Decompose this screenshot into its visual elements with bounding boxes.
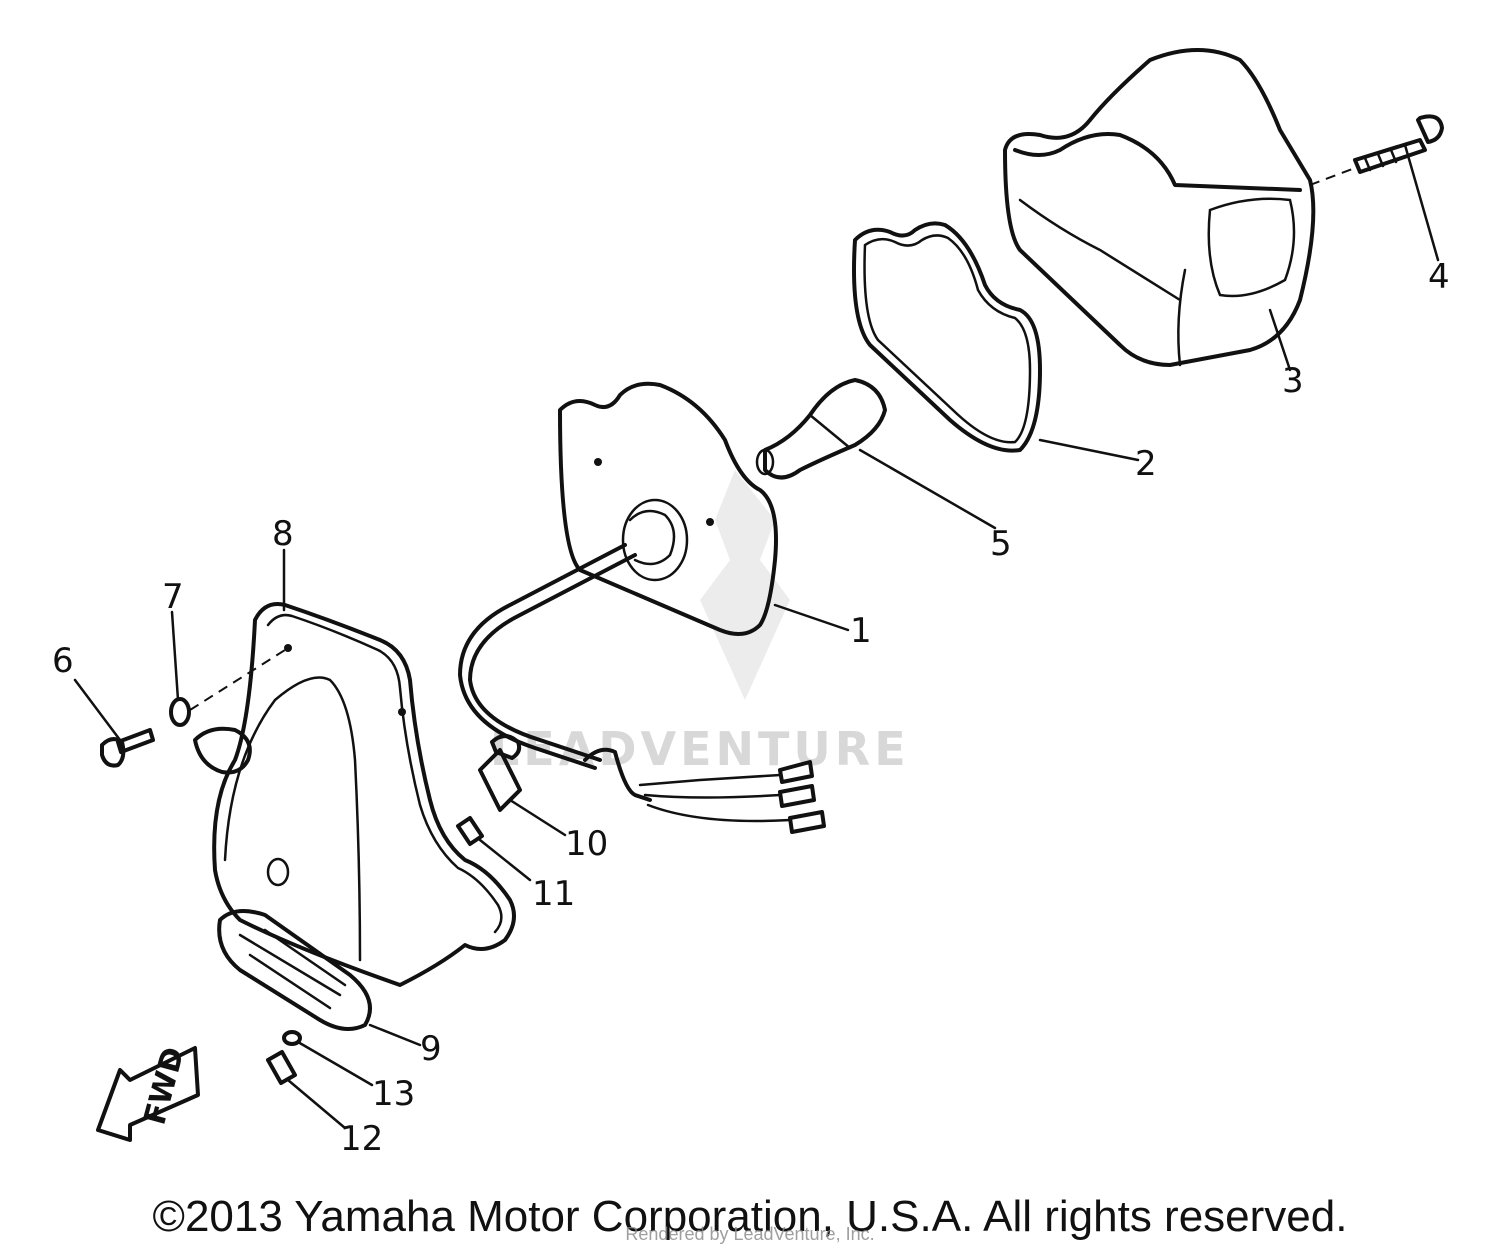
part-8-housing[interactable] bbox=[193, 602, 516, 987]
callout-7: 7 bbox=[162, 577, 184, 617]
part-9-license-lens[interactable] bbox=[217, 909, 372, 1031]
callout-3: 3 bbox=[1282, 361, 1304, 401]
part-3-lens[interactable] bbox=[1003, 48, 1316, 367]
fwd-arrow: FWD bbox=[96, 1044, 200, 1142]
callout-4: 4 bbox=[1428, 257, 1450, 297]
callout-2: 2 bbox=[1135, 444, 1157, 484]
part-10-screw[interactable] bbox=[478, 734, 522, 812]
part-4-screw[interactable] bbox=[1353, 114, 1444, 174]
part-5-bulb[interactable] bbox=[755, 378, 887, 480]
callout-13: 13 bbox=[372, 1074, 415, 1114]
part-2-gasket[interactable] bbox=[852, 221, 1042, 453]
copyright-notice: ©2013 Yamaha Motor Corporation, U.S.A. A… bbox=[152, 1192, 1348, 1241]
callout-5: 5 bbox=[990, 524, 1012, 564]
part-11-nut[interactable] bbox=[456, 816, 484, 846]
render-credit: Rendered by LeadVenture, Inc. bbox=[625, 1224, 875, 1244]
part-6-bolt[interactable] bbox=[100, 728, 155, 768]
leader-lines bbox=[73, 143, 1440, 1130]
part-7-washer[interactable] bbox=[169, 697, 191, 727]
callout-9: 9 bbox=[420, 1029, 442, 1069]
callout-1: 1 bbox=[850, 611, 872, 651]
callout-12: 12 bbox=[340, 1119, 383, 1159]
watermark: LEADVENTURE bbox=[490, 470, 910, 776]
callouts: 1 2 3 4 5 6 7 8 9 10 11 12 13 bbox=[52, 257, 1450, 1159]
part-12-screw[interactable] bbox=[266, 1050, 297, 1085]
callout-11: 11 bbox=[532, 874, 575, 914]
callout-8: 8 bbox=[272, 514, 294, 554]
callout-10: 10 bbox=[565, 824, 608, 864]
watermark-text: LEADVENTURE bbox=[490, 722, 910, 776]
part-1-socket-harness[interactable] bbox=[458, 381, 826, 834]
callout-6: 6 bbox=[52, 641, 74, 681]
part-13-part[interactable] bbox=[282, 1030, 302, 1046]
fwd-label: FWD bbox=[138, 1044, 192, 1129]
